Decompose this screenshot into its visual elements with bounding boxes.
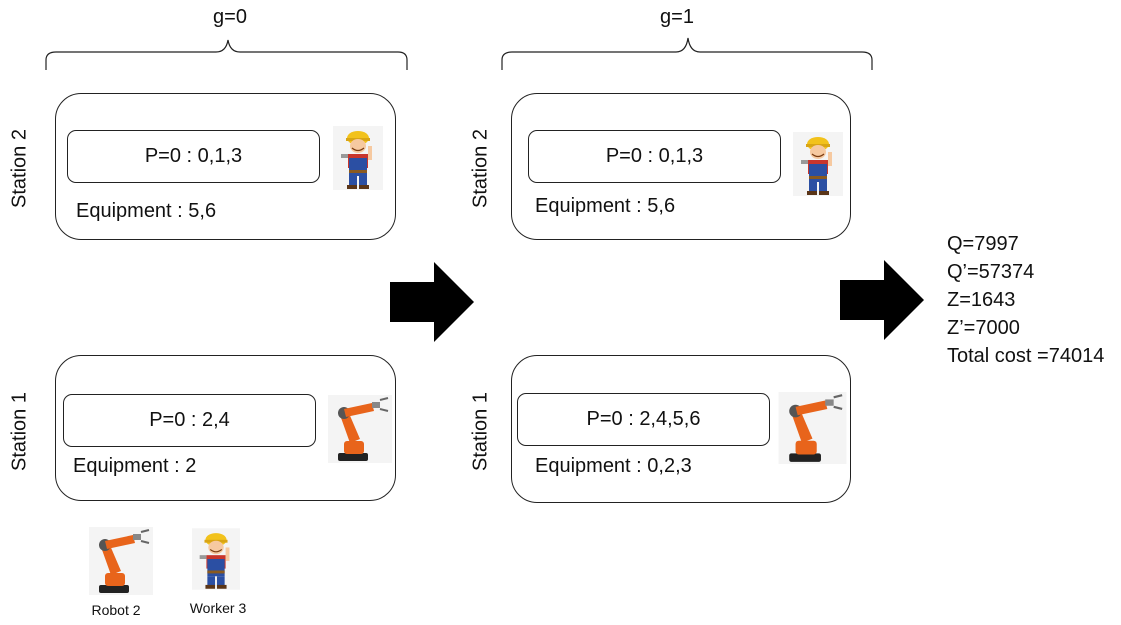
arrow-right-icon: [390, 262, 474, 342]
arrow-right-icon: [840, 260, 924, 340]
worker-icon: [333, 126, 383, 190]
result-total-cost: Total cost =74014: [947, 345, 1105, 367]
result-z: Z=1643: [947, 289, 1016, 311]
brace-g1: [501, 37, 873, 70]
station-label-g1-s2: Station 2: [469, 129, 492, 208]
station-label-g1-s1: Station 1: [469, 392, 492, 471]
equipment-g1-s2: Equipment : 5,6: [535, 195, 676, 217]
station-label-g0-s1: Station 1: [8, 392, 31, 471]
equipment-g0-s1: Equipment : 2: [73, 455, 197, 477]
result-q-prime: Q’=57374: [947, 261, 1035, 283]
p-box-g1-s2: P=0 : 0,1,3: [528, 130, 781, 183]
worker-icon: [192, 528, 240, 590]
station-label-g0-s2: Station 2: [8, 129, 31, 208]
robot-arm-icon: [89, 527, 153, 595]
g-label-0: g=0: [213, 6, 247, 28]
p-box-g0-s2: P=0 : 0,1,3: [67, 130, 320, 183]
results-panel: Q=7997 Q’=57374 Z=1643 Z’=7000 Total cos…: [947, 230, 1104, 370]
p-box-g1-s1: P=0 : 2,4,5,6: [517, 393, 770, 446]
result-z-prime: Z’=7000: [947, 317, 1020, 339]
result-q: Q=7997: [947, 233, 1019, 255]
equipment-g0-s2: Equipment : 5,6: [76, 200, 217, 222]
g-label-1: g=1: [660, 6, 694, 28]
legend-robot-label: Robot 2: [91, 602, 141, 618]
robot-arm-icon: [778, 392, 847, 464]
brace-g0: [45, 39, 408, 70]
worker-icon: [793, 132, 843, 196]
robot-arm-icon: [328, 395, 392, 463]
equipment-g1-s1: Equipment : 0,2,3: [535, 455, 692, 477]
p-box-g0-s1: P=0 : 2,4: [63, 394, 316, 447]
legend-worker-label: Worker 3: [189, 600, 247, 616]
